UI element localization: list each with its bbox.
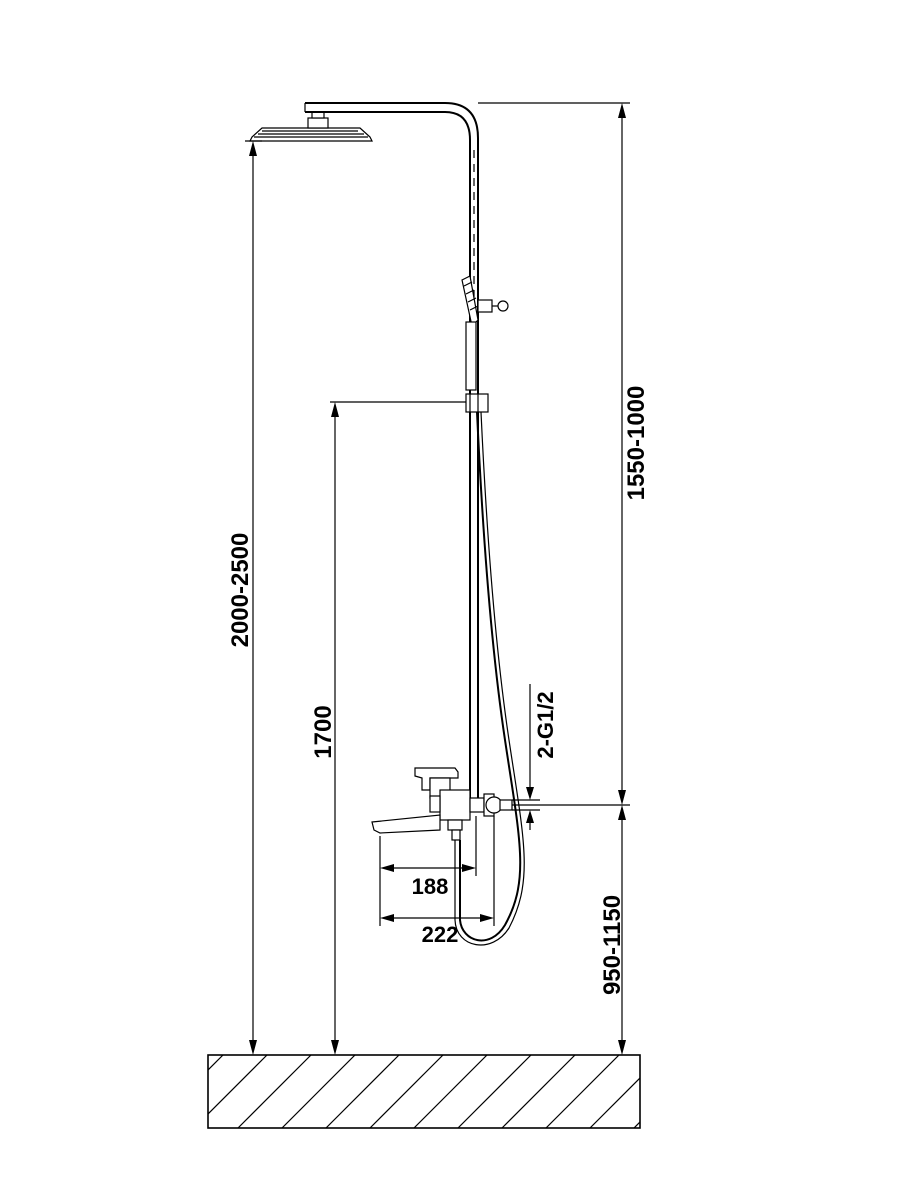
dimension-thread: 2-G1/2 (512, 684, 558, 830)
dimension-total-height: 2000-2500 (227, 140, 262, 1055)
dimension-spout-long: 222 (380, 816, 495, 947)
dimension-slider-height: 1700 (310, 401, 466, 1055)
shower-column-lower (469, 412, 479, 800)
floor-block (207, 1054, 641, 1129)
shower-hose (454, 411, 525, 946)
slider-bracket (465, 393, 489, 413)
rain-shower-head (249, 111, 373, 142)
bath-mixer (371, 767, 513, 841)
dimension-label-total-height: 2000-2500 (227, 533, 254, 648)
dimension-spout-short: 188 (379, 816, 477, 926)
dimension-label-spout-short: 188 (412, 874, 449, 899)
dimension-label-thread: 2-G1/2 (533, 691, 558, 758)
shower-arm (304, 102, 479, 395)
floor-hatching (208, 1055, 640, 1128)
dimension-label-spout-long: 222 (422, 922, 459, 947)
hand-shower (461, 275, 479, 391)
dimension-label-slider-height: 1700 (310, 705, 337, 758)
shower-holder-knob (477, 299, 509, 313)
dimension-upper-range: 1550-1000 (478, 102, 650, 805)
dimension-label-upper-range: 1550-1000 (623, 386, 650, 501)
dimension-mixer-height: 950-1150 (599, 805, 626, 1055)
dimension-label-mixer-height: 950-1150 (599, 895, 626, 995)
